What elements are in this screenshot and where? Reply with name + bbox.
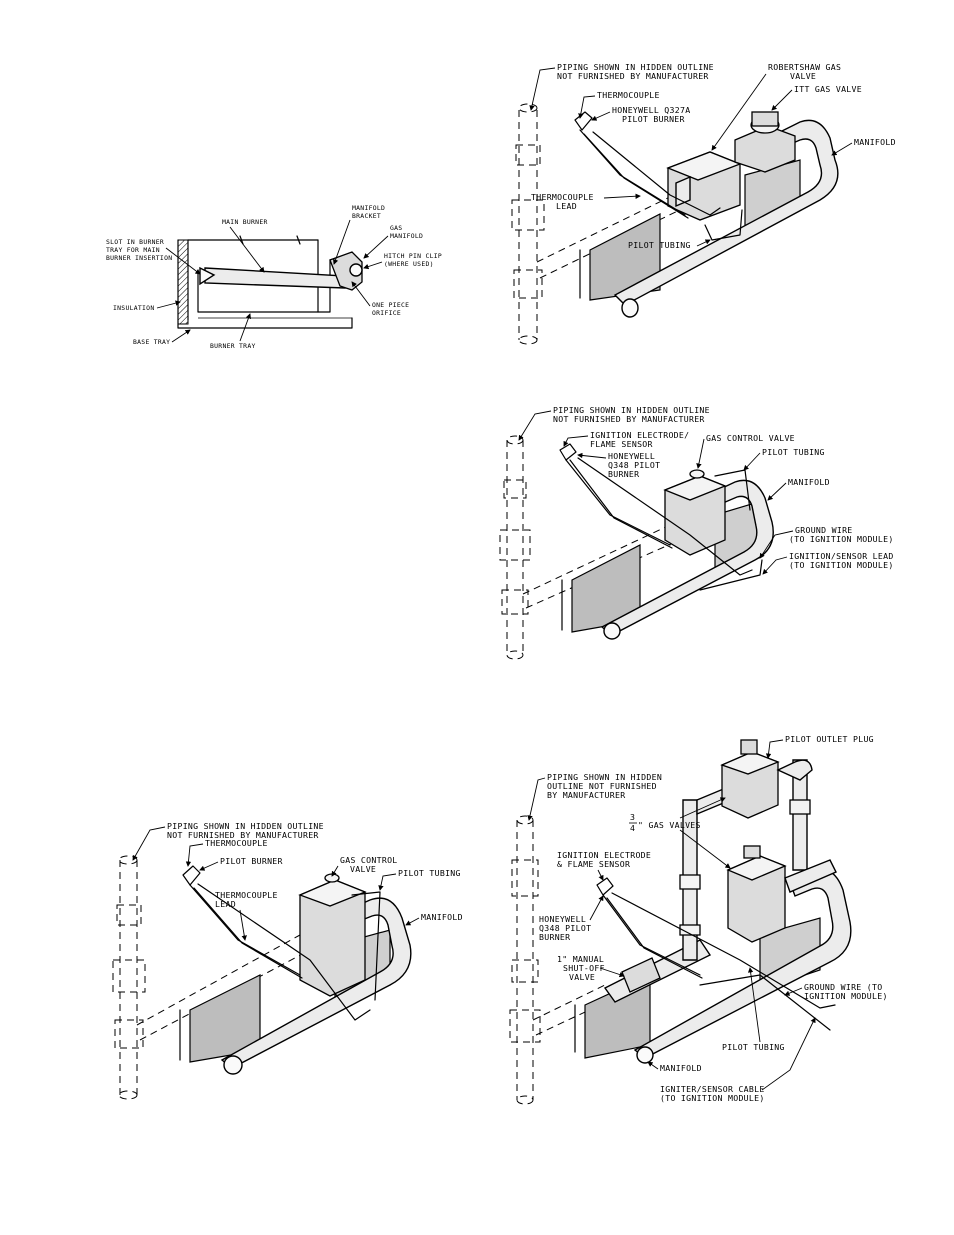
label-pilot-outlet-plug: PILOT OUTLET PLUG: [785, 734, 874, 744]
manifold-pipe: [613, 119, 839, 306]
svg-text:VALVE: VALVE: [350, 864, 376, 874]
label-piping-hidden-3: PIPING SHOWN IN HIDDEN OUTLINE: [167, 821, 324, 831]
svg-text:(TO IGNITION MODULE): (TO IGNITION MODULE): [789, 534, 894, 544]
svg-text:BY MANUFACTURER: BY MANUFACTURER: [547, 790, 625, 800]
insulation-wall: [177, 239, 189, 325]
label-thermocouple: THERMOCOUPLE: [597, 90, 660, 100]
svg-text:LEAD: LEAD: [215, 899, 236, 909]
svg-text:(TO IGNITION MODULE): (TO IGNITION MODULE): [660, 1093, 765, 1103]
svg-text:PILOT BURNER: PILOT BURNER: [622, 114, 685, 124]
label-gas-valves-den: 4: [630, 823, 635, 833]
label-one-piece-orifice: ONE PIECE: [372, 301, 409, 309]
svg-text:FLAME SENSOR: FLAME SENSOR: [590, 439, 653, 449]
label-itt-gas-valve: ITT GAS VALVE: [794, 84, 862, 94]
label-manual-shutoff-valve: 1" MANUAL: [557, 954, 604, 964]
svg-text:(WHERE USED): (WHERE USED): [384, 260, 434, 268]
svg-text:BURNER: BURNER: [608, 469, 639, 479]
hidden-supply-piping: [518, 110, 538, 340]
svg-text:BURNER: BURNER: [539, 932, 570, 942]
svg-text:MANIFOLD: MANIFOLD: [390, 232, 423, 240]
label-gas-manifold: GAS: [390, 224, 402, 232]
q348-pilot-burner: [559, 443, 577, 461]
label-ignition-electrode: IGNITION ELECTRODE/: [590, 430, 689, 440]
label-manifold-2: MANIFOLD: [788, 477, 830, 487]
label-ground-wire-2: GROUND WIRE (TO: [804, 982, 882, 992]
label-pilot-tubing-2: PILOT TUBING: [762, 447, 825, 457]
label-burner-tray: BURNER TRAY: [210, 342, 256, 350]
hidden-supply-piping-4: [516, 820, 534, 1100]
label-piping-hidden-4: PIPING SHOWN IN HIDDEN: [547, 772, 662, 782]
label-gas-valves-num: 3: [630, 812, 635, 822]
standing-pilot-figure: PIPING SHOWN IN HIDDEN OUTLINE NOT FURNI…: [112, 821, 463, 1100]
svg-text:& FLAME SENSOR: & FLAME SENSOR: [557, 859, 630, 869]
label-thermocouple-2: THERMOCOUPLE: [205, 838, 268, 848]
label-ground-wire: GROUND WIRE: [795, 525, 853, 535]
svg-text:NOT FURNISHED BY MANUFACTURER: NOT FURNISHED BY MANUFACTURER: [167, 830, 319, 840]
ignition-valve-figure: PIPING SHOWN IN HIDDEN OUTLINE NOT FURNI…: [499, 405, 894, 660]
svg-text:TRAY FOR MAIN: TRAY FOR MAIN: [106, 246, 160, 254]
main-burner-tube: [204, 267, 346, 289]
label-slot-burner-tray: SLOT IN BURNER: [106, 238, 164, 246]
svg-text:NOT FURNISHED BY MANUFACTURER: NOT FURNISHED BY MANUFACTURER: [557, 71, 709, 81]
pilot-burner: [574, 111, 593, 131]
label-pilot-tubing-4: PILOT TUBING: [722, 1042, 785, 1052]
label-manifold-3: MANIFOLD: [421, 912, 463, 922]
label-gas-control-valve: GAS CONTROL VALVE: [706, 433, 795, 443]
svg-text:IGNITION MODULE): IGNITION MODULE): [804, 991, 888, 1001]
robertshaw-valve-figure: PIPING SHOWN IN HIDDEN OUTLINE NOT FURNI…: [511, 62, 896, 345]
label-manifold: MANIFOLD: [854, 137, 896, 147]
label-pilot-tubing: PILOT TUBING: [628, 240, 691, 250]
orifice-end: [349, 263, 363, 277]
svg-text:ORIFICE: ORIFICE: [372, 309, 401, 317]
manifold-pipe-4: [633, 868, 852, 1059]
label-honeywell-q327a: HONEYWELL Q327A: [612, 105, 690, 115]
svg-text:(TO IGNITION MODULE): (TO IGNITION MODULE): [789, 560, 894, 570]
svg-text:LEAD: LEAD: [556, 201, 577, 211]
label-honeywell-q348-2: HONEYWELL: [539, 914, 586, 924]
svg-text:VALVE: VALVE: [569, 972, 595, 982]
svg-text:OUTLINE NOT FURNISHED: OUTLINE NOT FURNISHED: [547, 781, 657, 791]
label-gas-valves: " GAS VALVES: [638, 820, 701, 830]
label-robertshaw-gas-valve: ROBERTSHAW GAS: [768, 62, 841, 72]
label-pilot-tubing-3: PILOT TUBING: [398, 868, 461, 878]
label-main-burner: MAIN BURNER: [222, 218, 268, 226]
label-hitch-pin-clip: HITCH PIN CLIP: [384, 252, 442, 260]
label-thermocouple-lead-2: THERMOCOUPLE: [215, 890, 278, 900]
label-ignition-sensor-lead: IGNITION/SENSOR LEAD: [789, 551, 894, 561]
hidden-supply-piping-3: [119, 860, 138, 1095]
pilot-burner-2: [182, 865, 201, 886]
label-manifold-bracket: MANIFOLD: [352, 204, 385, 212]
svg-text:SHUT-OFF: SHUT-OFF: [563, 963, 605, 973]
label-igniter-sensor-cable: IGNITER/SENSOR CABLE: [660, 1084, 765, 1094]
label-piping-hidden: PIPING SHOWN IN HIDDEN OUTLINE: [557, 62, 714, 72]
q348-pilot-burner-2: [596, 877, 614, 896]
label-piping-hidden-2: PIPING SHOWN IN HIDDEN OUTLINE: [553, 405, 710, 415]
svg-text:Q348 PILOT: Q348 PILOT: [608, 460, 660, 470]
label-insulation: INSULATION: [113, 304, 154, 312]
hidden-supply-piping-2: [506, 440, 524, 655]
dual-gas-valve-figure: PILOT OUTLET PLUG PIPING SHOWN IN HIDDEN…: [509, 734, 888, 1105]
svg-text:BRACKET: BRACKET: [352, 212, 381, 220]
manual-shutoff-valve: [621, 957, 661, 993]
base-tray-outline: [177, 239, 353, 329]
label-base-tray: BASE TRAY: [133, 338, 170, 346]
svg-text:BURNER INSERTION: BURNER INSERTION: [106, 254, 172, 262]
svg-text:VALVE: VALVE: [790, 71, 816, 81]
burner-tray: [589, 213, 661, 301]
label-manifold-4: MANIFOLD: [660, 1063, 702, 1073]
label-ignition-electrode-2: IGNITION ELECTRODE: [557, 850, 651, 860]
svg-text:NOT FURNISHED BY MANUFACTURER: NOT FURNISHED BY MANUFACTURER: [553, 414, 705, 424]
label-thermocouple-lead: THERMOCOUPLE: [531, 192, 594, 202]
label-pilot-burner: PILOT BURNER: [220, 856, 283, 866]
svg-text:Q348 PILOT: Q348 PILOT: [539, 923, 591, 933]
label-honeywell-q348: HONEYWELL: [608, 451, 655, 461]
burner-section-figure: MAIN BURNER MANIFOLD BRACKET GAS MANIFOL…: [106, 204, 442, 350]
label-gas-control-valve-2: GAS CONTROL: [340, 855, 398, 865]
